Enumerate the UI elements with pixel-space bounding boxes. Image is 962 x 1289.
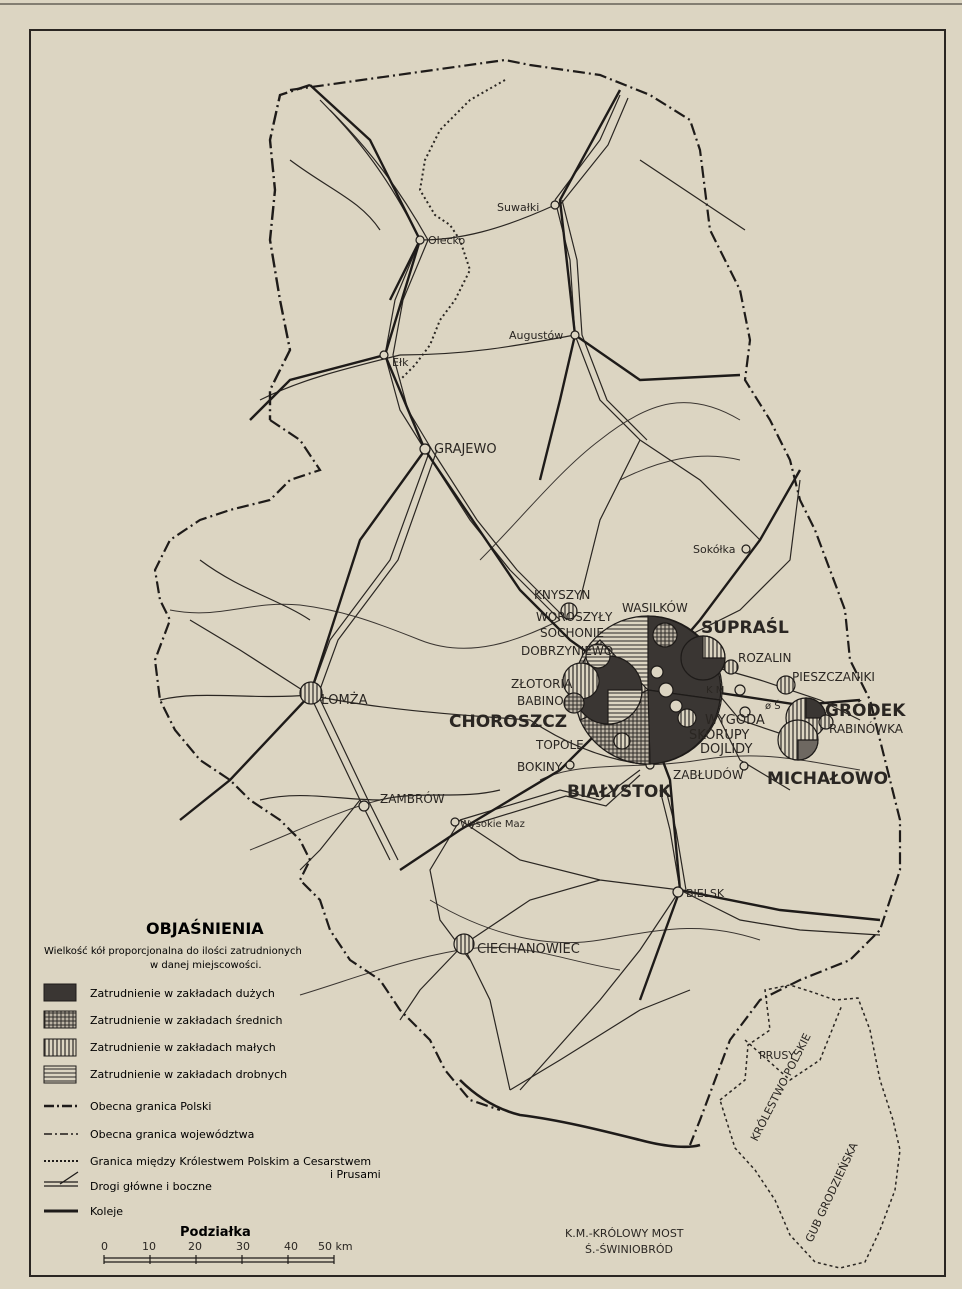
legend-label-small: Zatrudnienie w zakładach małych (90, 1041, 276, 1054)
legend-label-roads: Drogi główne i boczne (90, 1180, 212, 1193)
label-suwalki: Suwałki (497, 201, 539, 214)
small-circle-1 (650, 665, 664, 679)
small-circle-5 (739, 706, 751, 718)
label-skorupy: SKORUPY (689, 728, 749, 743)
label-grajewo: GRAJEWO (434, 442, 497, 457)
label-gub: GUB GRODZIEŃSKA (803, 1140, 861, 1244)
label-pieszczaniki: PIESZCZANIKI (792, 670, 875, 684)
label-zabludow: ZABŁUDÓW (673, 767, 744, 782)
label-prusy: PRUSY (759, 1049, 795, 1062)
label-sochonie: SOCHONIE (540, 626, 604, 640)
topole-circle (613, 732, 631, 750)
place-labels: Suwałki Olecko Augustów Ełk GRAJEWO Sokó… (320, 201, 906, 957)
legend-label-historic-2: i Prusami (330, 1168, 381, 1181)
rozalin-circle (723, 659, 739, 675)
abbrev-s: Ś.-ŚWINIOBRÓD (585, 1243, 673, 1256)
label-wygoda: WYGODA (705, 713, 765, 728)
small-circle-2 (658, 682, 674, 698)
legend-swatch-medium (43, 1010, 77, 1029)
legend-swatch-large (43, 983, 77, 1002)
wygoda-circle (677, 708, 697, 728)
inset-boundaries (719, 984, 901, 1269)
label-woroszyly: WOROSZYŁY (536, 610, 613, 624)
label-suprasl: SUPRAŚL (701, 616, 789, 638)
small-circle-3 (669, 699, 683, 713)
employment-circles (299, 602, 834, 955)
scale-tick-40: 40 (284, 1240, 298, 1253)
scale-tick-10: 10 (142, 1240, 156, 1253)
label-sokolka: Sokółka (693, 543, 735, 556)
label-bielsk: BIELSK (686, 887, 725, 900)
legend-swatch-tiny (43, 1065, 77, 1084)
label-augustow: Augustów (509, 329, 563, 342)
legend-note-2: w danej miejscowości. (150, 959, 262, 971)
label-wasilkow: WASILKÓW (622, 600, 688, 615)
scale-tick-20: 20 (188, 1240, 202, 1253)
legend-title: OBJAŚNIENIA (146, 919, 264, 938)
legend-note-1: Wielkość kół proporcjonalna do ilości za… (44, 945, 302, 957)
scale-labels: 0 10 20 30 40 50 km (101, 1240, 353, 1253)
label-rabinowka: RABINÓWKA (829, 721, 904, 736)
legend-label-voiv: Obecna granica województwa (90, 1128, 254, 1141)
label-dojlidy: DOJLIDY (700, 742, 752, 757)
scale-bar (103, 1255, 335, 1264)
label-michalowo: MICHAŁOWO (767, 769, 888, 789)
label-zambrow: ZAMBRÓW (380, 791, 445, 806)
label-km: K M (706, 685, 724, 696)
legend-label-medium: Zatrudnienie w zakładach średnich (90, 1014, 282, 1027)
legend-label-historic: Granica między Królestwem Polskim a Cesa… (90, 1155, 371, 1168)
dobrzyniewo-circle (585, 643, 611, 669)
legend-label-tiny: Zatrudnienie w zakładach drobnych (90, 1068, 287, 1081)
knyszyn-circle (560, 602, 578, 620)
suprasl-sector (702, 635, 726, 659)
small-circle-4 (734, 684, 746, 696)
label-olecko: Olecko (428, 234, 466, 247)
label-grodek: GRÓDEK (825, 699, 906, 721)
legend-sym-roads (44, 1171, 79, 1187)
babino-circle (563, 692, 585, 714)
label-zlotoria: ZŁOTORIA (511, 677, 573, 691)
label-lomza: ŁOMŻA (320, 692, 368, 708)
rivers (169, 402, 861, 996)
label-bialystok: BIAŁYSTOK (567, 782, 672, 802)
label-dobrzyniewo: DOBRZYNIEWO (521, 644, 613, 658)
roads (159, 94, 881, 1091)
label-s: ø Ś (765, 699, 781, 712)
ciechanowiec-circle (453, 933, 475, 955)
michalowo-sector (797, 739, 819, 761)
label-babino: BABINO (517, 694, 564, 708)
label-knyszyn: KNYSZYN (534, 588, 590, 602)
wasilkow-circle (652, 622, 678, 648)
label-choroszcz: CHOROSZCZ (449, 712, 567, 732)
legend-label-large: Zatrudnienie w zakładach dużych (90, 987, 275, 1000)
inset-labels: PRUSY KRÓLESTWO POLSKIE GUB GRODZIEŃSKA (748, 1031, 861, 1244)
scale-tick-30: 30 (236, 1240, 250, 1253)
legend-label-state: Obecna granica Polski (90, 1100, 211, 1113)
town-markers (358, 200, 751, 898)
label-rozalin: ROZALIN (738, 651, 791, 665)
scale-tick-0: 0 (101, 1240, 108, 1253)
state-border (459, 1079, 701, 1149)
legend: OBJAŚNIENIA Wielkość kół proporcjonalna … (43, 919, 381, 1264)
legend-label-rail: Koleje (90, 1205, 123, 1218)
label-topole: TOPOLE (535, 738, 584, 752)
rabinowka-circle (818, 714, 834, 730)
label-wysokie: Wysokie Maz (460, 819, 525, 830)
choroszcz-sector (607, 689, 643, 725)
label-elk: Ełk (392, 356, 409, 369)
state-border-west (268, 83, 311, 420)
pieszczaniki-circle (776, 675, 796, 695)
label-ciechanowiec: CIECHANOWIEC (477, 942, 580, 957)
scale-title: Podziałka (180, 1225, 251, 1240)
scale-tick-50: 50 km (318, 1240, 353, 1253)
map-frame (29, 29, 946, 1277)
abbrev-km: K.M.-KRÓLOWY MOST (565, 1227, 684, 1240)
label-bokiny: BOKINY (517, 760, 563, 774)
legend-swatch-small (43, 1038, 77, 1057)
lomza-circle (299, 681, 323, 705)
voivodeship-boundary (153, 58, 902, 1146)
abbrev-note: K.M.-KRÓLOWY MOST Ś.-ŚWINIOBRÓD (565, 1227, 684, 1256)
